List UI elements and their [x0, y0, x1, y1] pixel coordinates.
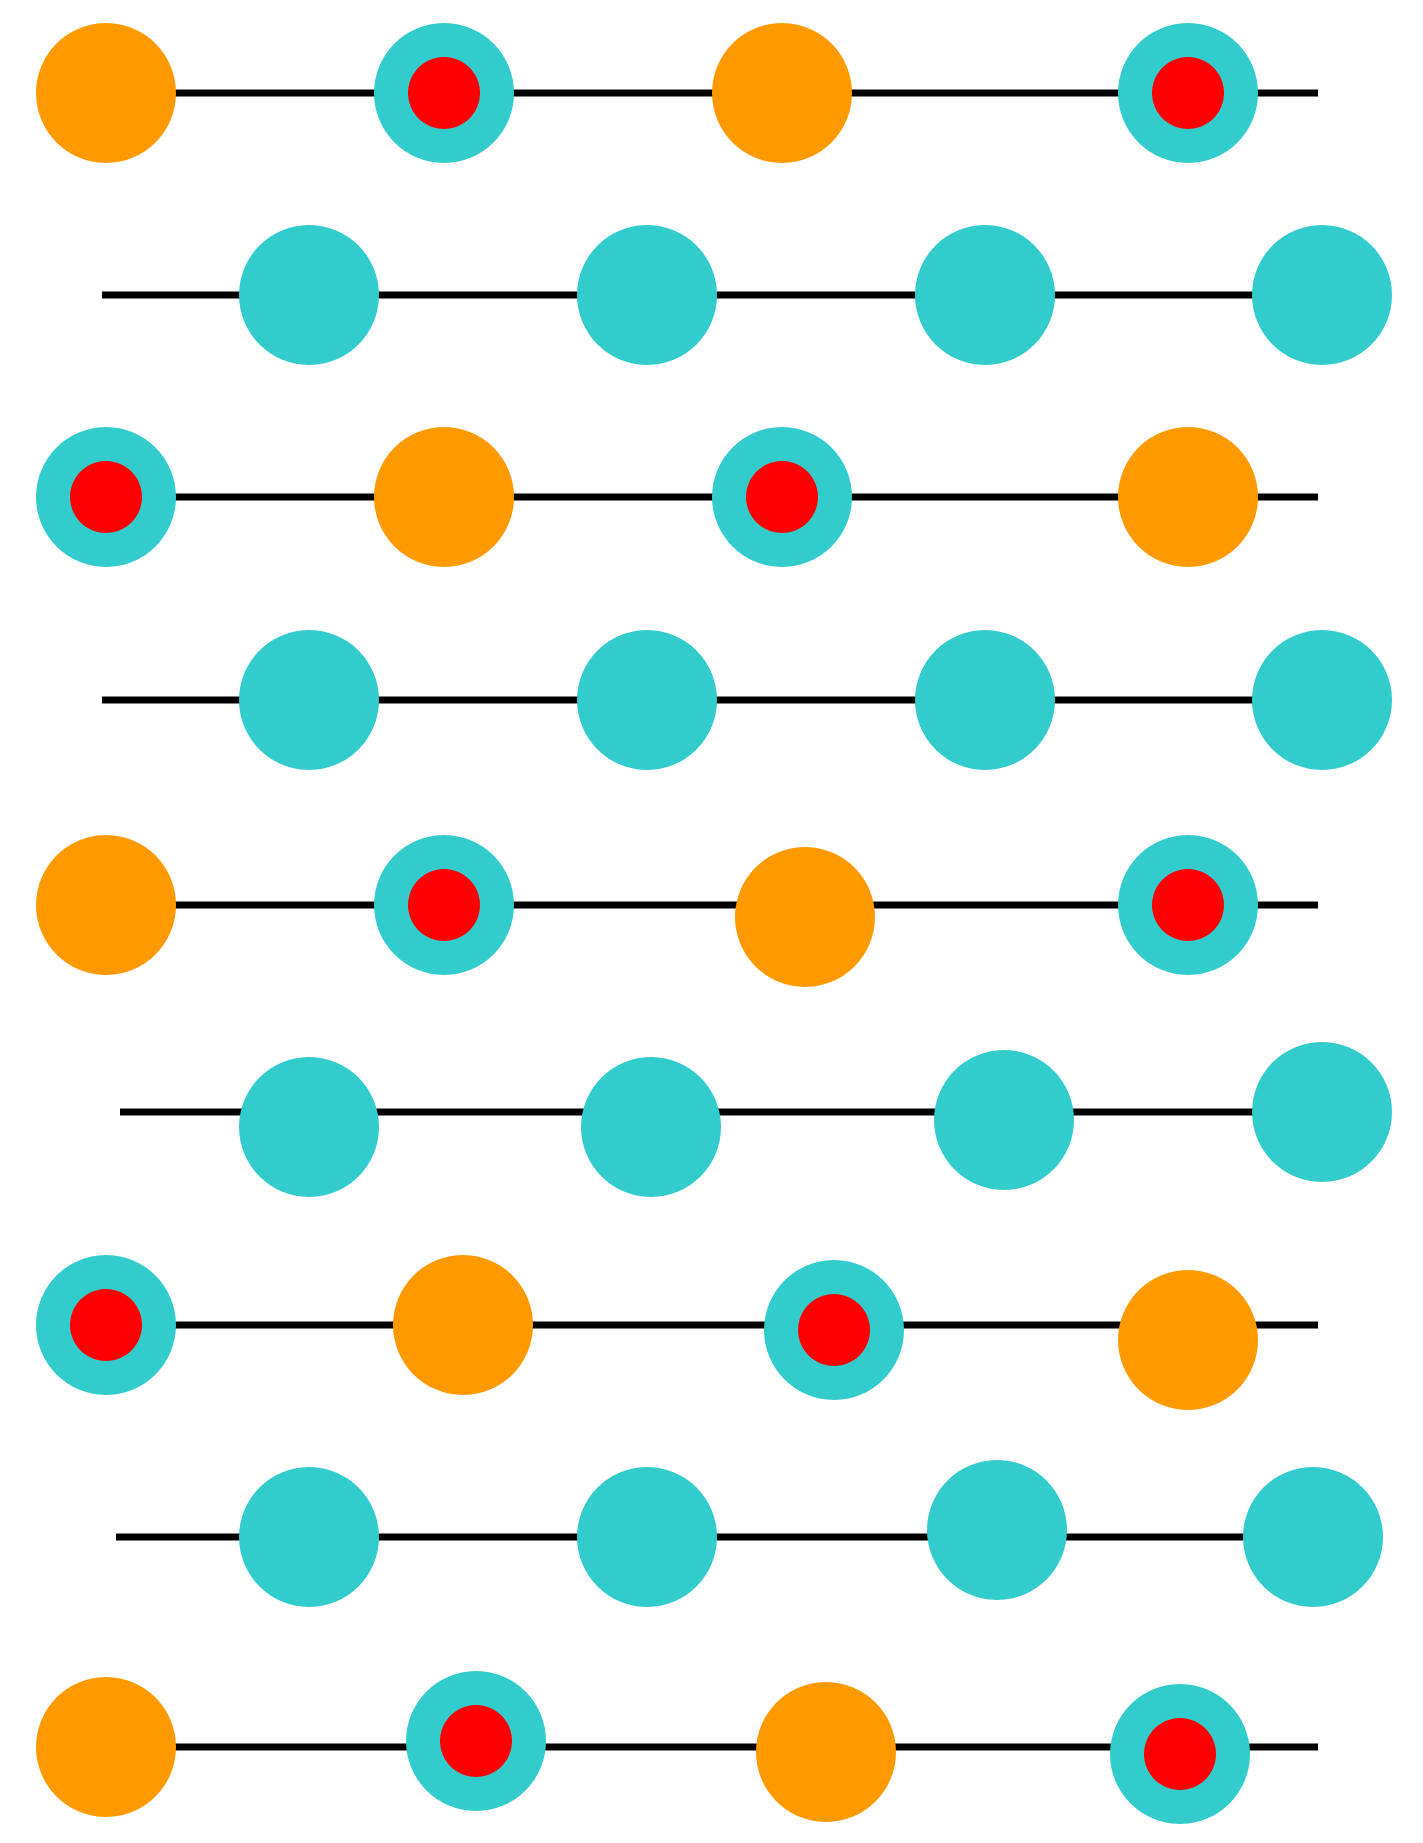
chain-row-8-cyan: [116, 1460, 1383, 1607]
cyan-node: [934, 1050, 1074, 1190]
orange-node: [735, 847, 875, 987]
cyan-node: [577, 630, 717, 770]
chain-row-2-cyan: [102, 225, 1392, 365]
cyan-node-with-red-core: [712, 427, 852, 567]
cyan-node: [927, 1460, 1067, 1600]
cyan-node-with-red-core: [1118, 23, 1258, 163]
cyan-node: [577, 225, 717, 365]
chain-row-4-cyan: [102, 630, 1392, 770]
red-core: [408, 57, 480, 129]
chain-row-6-cyan: [120, 1042, 1392, 1197]
orange-node: [1118, 427, 1258, 567]
orange-node: [36, 1677, 176, 1817]
red-core: [440, 1705, 512, 1777]
cyan-node: [915, 225, 1055, 365]
orange-node: [756, 1682, 896, 1822]
red-core: [408, 869, 480, 941]
orange-node: [1118, 1270, 1258, 1410]
cyan-node-with-red-core: [374, 835, 514, 975]
red-core: [1152, 57, 1224, 129]
cyan-node: [239, 1467, 379, 1607]
cyan-node: [239, 630, 379, 770]
cyan-node-with-red-core: [1110, 1684, 1250, 1824]
cyan-node-with-red-core: [36, 1255, 176, 1395]
cyan-node: [581, 1057, 721, 1197]
cyan-node-with-red-core: [1118, 835, 1258, 975]
chain-row-7-mixed: [36, 1255, 1318, 1410]
cyan-node-with-red-core: [374, 23, 514, 163]
chain-row-1-mixed: [36, 23, 1318, 163]
cyan-node-with-red-core: [406, 1671, 546, 1811]
red-core: [746, 461, 818, 533]
cyan-node-with-red-core: [36, 427, 176, 567]
cyan-node: [1252, 225, 1392, 365]
chain-row-3-mixed: [36, 427, 1318, 567]
orange-node: [393, 1255, 533, 1395]
chain-rows: [36, 23, 1392, 1824]
cyan-node: [1252, 630, 1392, 770]
cyan-node: [577, 1467, 717, 1607]
red-core: [70, 1289, 142, 1361]
chain-row-5-mixed: [36, 835, 1318, 987]
cyan-node-with-red-core: [764, 1260, 904, 1400]
cyan-node: [239, 225, 379, 365]
cyan-node: [915, 630, 1055, 770]
orange-node: [36, 835, 176, 975]
cyan-node: [1252, 1042, 1392, 1182]
red-core: [70, 461, 142, 533]
orange-node: [712, 23, 852, 163]
cyan-node: [239, 1057, 379, 1197]
orange-node: [36, 23, 176, 163]
orange-node: [374, 427, 514, 567]
chain-row-9-mixed: [36, 1671, 1318, 1824]
cyan-node: [1243, 1467, 1383, 1607]
red-core: [798, 1294, 870, 1366]
red-core: [1152, 869, 1224, 941]
red-core: [1144, 1718, 1216, 1790]
